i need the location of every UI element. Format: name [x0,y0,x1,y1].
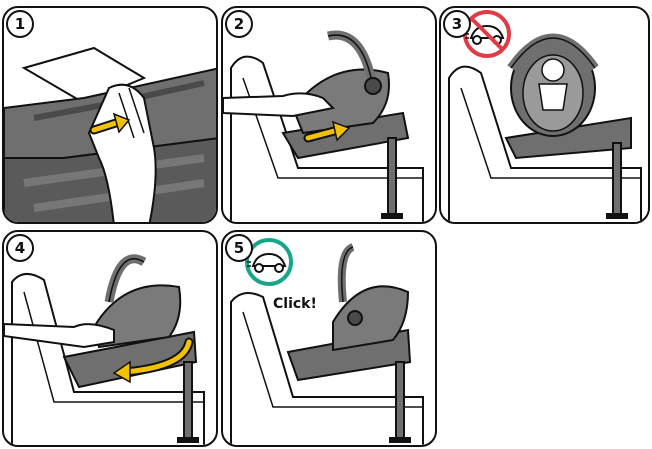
step-2-illustration [223,8,437,224]
step-panel-4: 4 [2,230,218,447]
step-5-illustration [223,232,437,447]
step-4-illustration [4,232,218,447]
car-prohibited-icon [465,12,509,56]
step-3-illustration [441,8,650,224]
step-panel-3: 3 [439,6,650,224]
step-number-badge: 2 [225,10,253,38]
step-number-badge: 3 [443,10,471,38]
step-number-badge: 4 [6,234,34,262]
car-allowed-icon [247,240,291,284]
click-label: Click! [273,296,317,312]
step-panel-1: 1 [2,6,218,224]
step-1-illustration [4,8,218,224]
step-number-badge: 1 [6,10,34,38]
step-panel-2: 2 [221,6,437,224]
step-number-badge: 5 [225,234,253,262]
step-panel-5: 5 Click! [221,230,437,447]
